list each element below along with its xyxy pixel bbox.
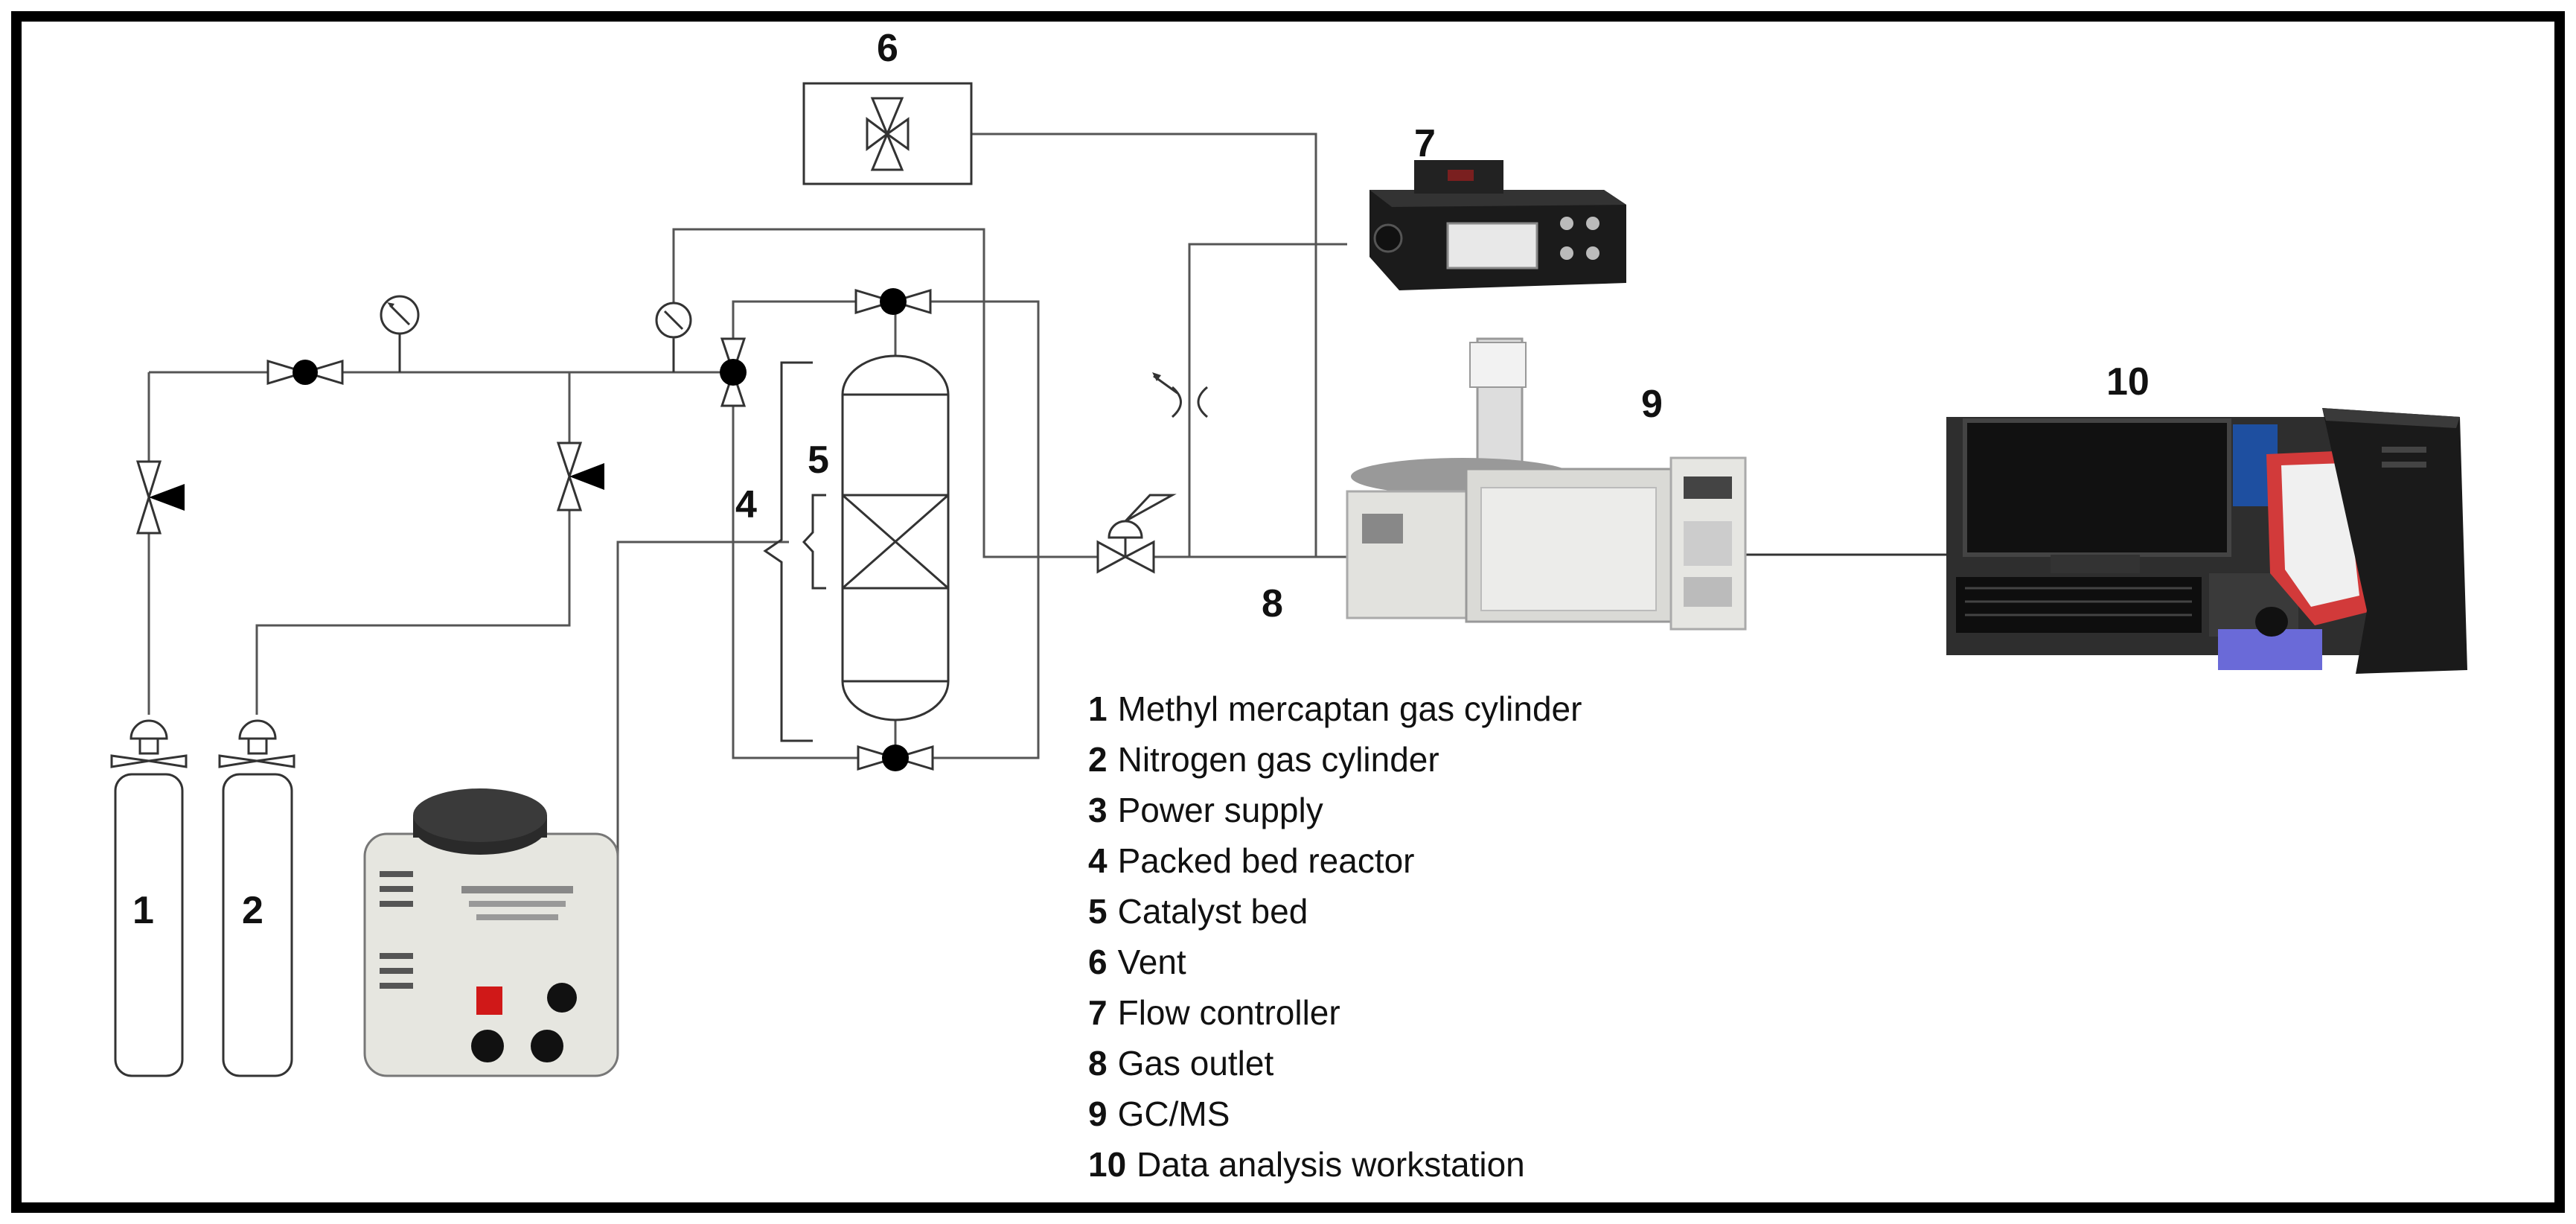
back-pressure-regulator-icon (1096, 494, 1177, 574)
legend-item: 6 Vent (1088, 943, 1186, 981)
power-supply-icon (363, 788, 619, 1077)
catalyst-bed (841, 494, 950, 590)
legend-text: Methyl mercaptan gas cylinder (1118, 689, 1582, 728)
legend: 1 Methyl mercaptan gas cylinder 2 Nitrogen… (1088, 689, 1582, 1184)
gas-cylinder-1 (110, 719, 188, 1077)
valve-vertical-cyl1-icon (135, 460, 185, 535)
legend-number: 10 (1088, 1145, 1126, 1184)
legend-number: 3 (1088, 791, 1108, 829)
label-vent: 6 (877, 27, 898, 70)
pressure-gauge-left-icon (380, 295, 420, 372)
valve-reactor-inlet-icon (720, 337, 747, 407)
legend-text: Power supply (1118, 791, 1323, 829)
piping (147, 133, 1954, 949)
legend-text: Catalyst bed (1118, 892, 1308, 931)
catalyst-bracket (802, 494, 826, 590)
legend-item: 10 Data analysis workstation (1088, 1145, 1525, 1184)
legend-item: 4 Packed bed reactor (1088, 841, 1415, 880)
label-catalyst: 5 (808, 439, 829, 482)
reactor-bracket (763, 361, 813, 742)
legend-number: 6 (1088, 943, 1108, 981)
label-gc-ms: 9 (1641, 383, 1663, 426)
legend-text: Gas outlet (1118, 1044, 1274, 1083)
legend-text: GC/MS (1118, 1094, 1230, 1133)
legend-number: 2 (1088, 740, 1108, 779)
label-gas-outlet: 8 (1262, 582, 1283, 625)
legend-item: 1 Methyl mercaptan gas cylinder (1088, 689, 1582, 728)
legend-text: Nitrogen gas cylinder (1118, 740, 1439, 779)
label-reactor: 4 (735, 483, 757, 526)
legend-number: 7 (1088, 993, 1108, 1032)
label-flow-controller: 7 (1414, 122, 1436, 165)
legend-text: Vent (1118, 943, 1186, 981)
legend-number: 1 (1088, 689, 1108, 728)
label-cylinder-2: 2 (242, 889, 263, 932)
gc-ms-icon (1346, 337, 1747, 631)
gas-cylinder-2 (218, 719, 295, 1077)
flow-controller-icon (1370, 160, 1626, 290)
needle-valve-icon (1152, 372, 1208, 418)
legend-number: 5 (1088, 892, 1108, 931)
legend-item: 8 Gas outlet (1088, 1044, 1273, 1083)
legend-number: 4 (1088, 841, 1108, 880)
legend-text: Data analysis workstation (1137, 1145, 1525, 1184)
pressure-gauge-right-icon (655, 302, 692, 372)
legend-item: 7 Flow controller (1088, 993, 1340, 1032)
outer-frame (11, 11, 2565, 1213)
label-workstation: 10 (2106, 360, 2150, 404)
valve-vertical-cyl2-icon (556, 442, 604, 511)
legend-text: Packed bed reactor (1118, 841, 1415, 880)
label-cylinder-1: 1 (132, 889, 154, 932)
workstation-icon (1946, 408, 2467, 674)
legend-item: 3 Power supply (1088, 791, 1323, 829)
legend-number: 8 (1088, 1044, 1108, 1083)
legend-text: Flow controller (1118, 993, 1340, 1032)
legend-item: 5 Catalyst bed (1088, 892, 1308, 931)
valve-horizontal-left-icon (266, 359, 344, 386)
valve-reactor-bottom-icon (857, 745, 934, 771)
valve-reactor-top-icon (854, 288, 932, 315)
legend-item: 9 GC/MS (1088, 1094, 1230, 1133)
vent (802, 82, 973, 185)
legend-item: 2 Nitrogen gas cylinder (1088, 740, 1439, 779)
legend-number: 9 (1088, 1094, 1108, 1133)
